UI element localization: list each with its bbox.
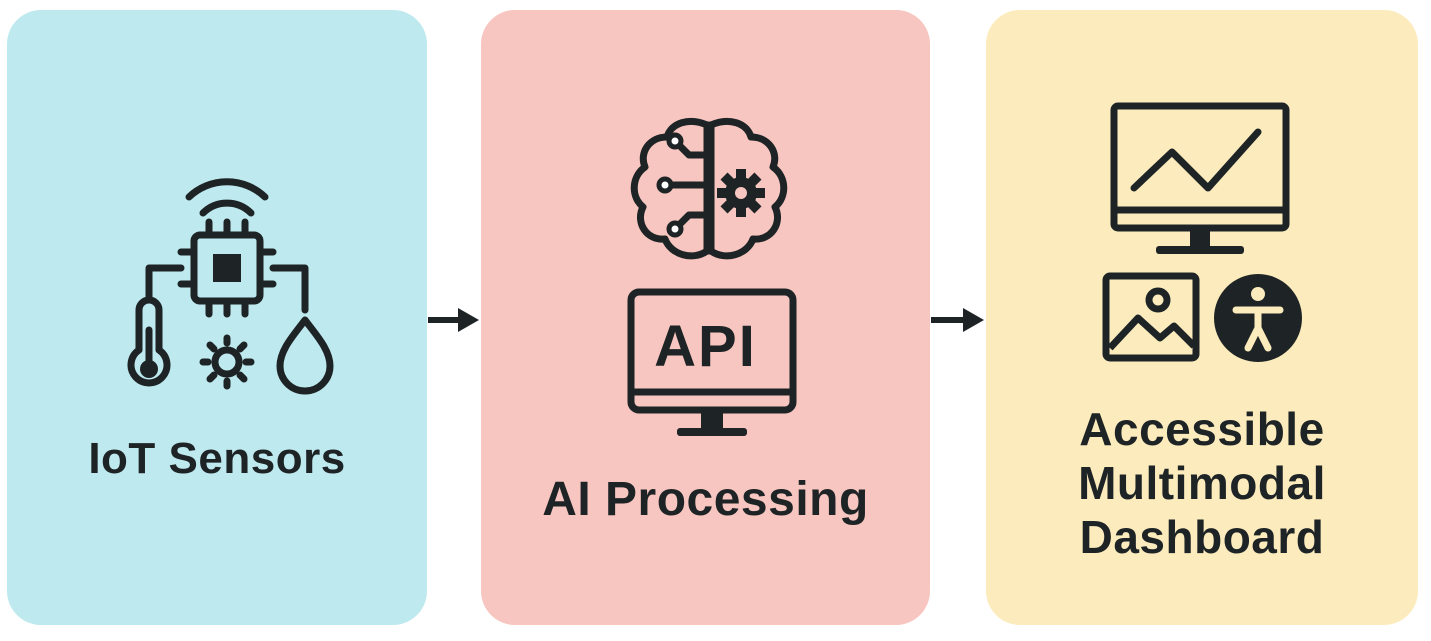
wifi-icon bbox=[185, 178, 269, 217]
step-iot-sensors: IoT Sensors bbox=[7, 10, 427, 625]
image-icon bbox=[1102, 272, 1200, 362]
arrow-right-icon bbox=[428, 308, 479, 332]
arrow-right-icon bbox=[931, 308, 984, 332]
step-label: AI Processing bbox=[542, 473, 869, 526]
line-chart-monitor-icon bbox=[1110, 102, 1290, 254]
water-drop-icon bbox=[276, 316, 334, 395]
step-ai-processing: API AI Processing bbox=[481, 10, 930, 625]
api-label: API bbox=[654, 314, 757, 379]
step-label-line: Accessible bbox=[1079, 403, 1325, 455]
accessibility-icon bbox=[1214, 274, 1302, 362]
monitor-icon bbox=[627, 288, 797, 436]
chip-icon bbox=[177, 218, 277, 318]
step-label-line: Multimodal bbox=[1078, 457, 1326, 509]
iot-sensors-illustration bbox=[127, 178, 334, 395]
brain-circuit-icon bbox=[630, 118, 788, 260]
step-label: Accessible Multimodal Dashboard bbox=[986, 402, 1418, 564]
sun-icon bbox=[199, 334, 255, 390]
step-label: IoT Sensors bbox=[88, 434, 346, 483]
step-label-line: Dashboard bbox=[1079, 511, 1325, 563]
step-dashboard: Accessible Multimodal Dashboard bbox=[986, 10, 1418, 625]
thermometer-icon bbox=[127, 296, 171, 387]
gear-icon bbox=[717, 169, 765, 217]
